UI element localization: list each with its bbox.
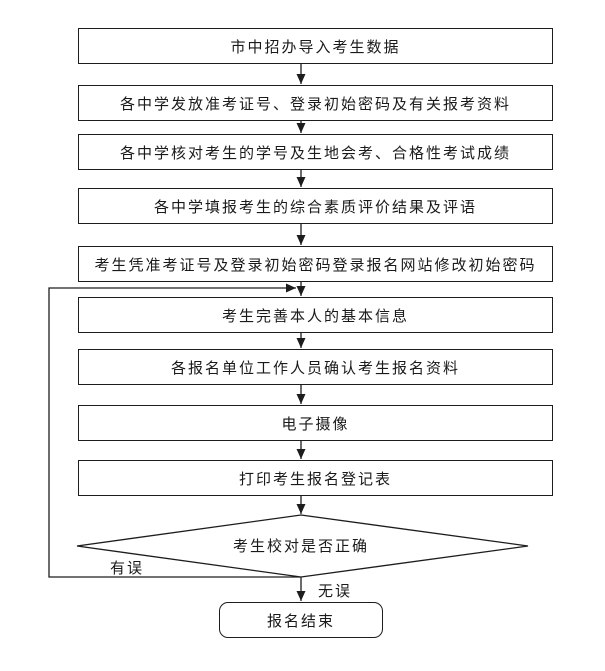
branch-label-error: 有误 (110, 561, 145, 577)
flow-step-verify-scores: 各中学核对考生的学号及生地会考、合格性考试成绩 (78, 134, 553, 170)
flow-step-issue-credentials: 各中学发放准考证号、登录初始密码及有关报考资料 (78, 85, 553, 121)
flow-step-import-data: 市中招办导入考生数据 (78, 28, 553, 64)
branch-label-ok: 无误 (318, 584, 353, 600)
flow-step-complete-info: 考生完善本人的基本信息 (78, 297, 553, 333)
flow-step-photo: 电子摄像 (78, 405, 553, 441)
flow-step-quality-evaluation: 各中学填报考生的综合素质评价结果及评语 (78, 188, 553, 224)
decision-proofread-label: 考生校对是否正确 (232, 539, 369, 555)
end-node-registration-finished: 报名结束 (219, 602, 383, 638)
flow-step-login-change-password: 考生凭准考证号及登录初始密码登录报名网站修改初始密码 (78, 246, 553, 282)
flow-step-print-form: 打印考生报名登记表 (78, 460, 553, 496)
flow-step-confirm-materials: 各报名单位工作人员确认考生报名资料 (78, 349, 553, 385)
